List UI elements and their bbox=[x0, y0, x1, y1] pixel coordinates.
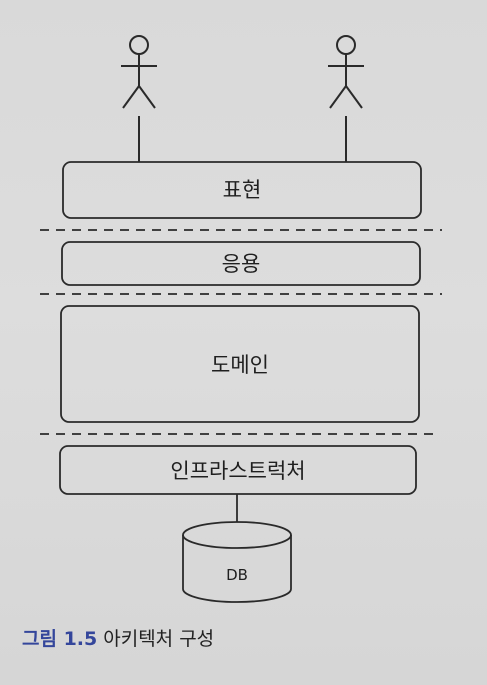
layer-domain-box bbox=[60, 305, 420, 423]
layer-infrastructure-label: 인프라스트럭처 bbox=[170, 459, 305, 483]
database-cylinder-icon bbox=[182, 521, 292, 603]
actor-right-icon bbox=[328, 35, 364, 162]
actor-left-icon bbox=[121, 35, 157, 162]
layer-application-box bbox=[61, 241, 421, 286]
layer-application-label: 응용 bbox=[222, 252, 261, 276]
figure-title: 아키텍처 구성 bbox=[103, 628, 215, 650]
layer-infrastructure-box bbox=[59, 445, 417, 495]
architecture-diagram: 표현 응용 도메인 인프라스트럭처 DB bbox=[40, 35, 442, 603]
layer-presentation-box bbox=[62, 161, 422, 219]
layer-presentation-label: 표현 bbox=[223, 178, 262, 202]
figure-number: 그림 1.5 bbox=[22, 628, 98, 650]
database-label: DB bbox=[226, 566, 248, 584]
layer-domain-label: 도메인 bbox=[211, 353, 269, 377]
